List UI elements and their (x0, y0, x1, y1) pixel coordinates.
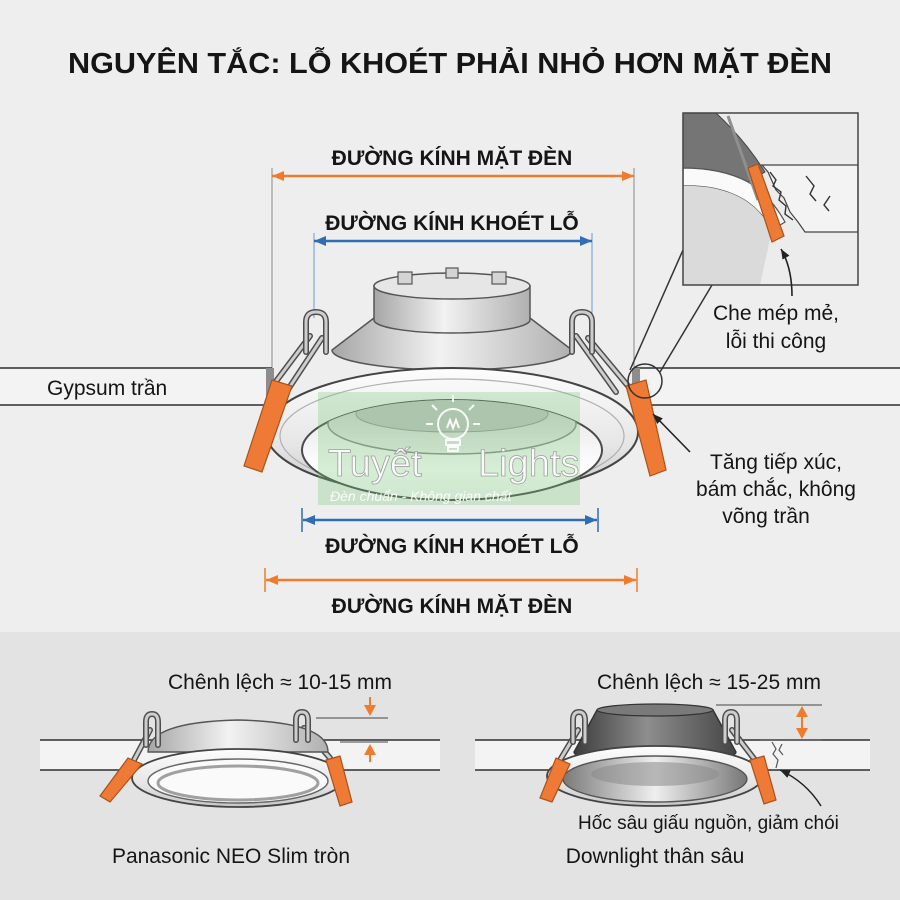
slim-difference-label: Chênh lệch ≈ 10-15 mm (168, 671, 392, 694)
deep-marker-arrow-down (796, 728, 808, 739)
inset-gypsum (760, 164, 858, 233)
edge-note-arrow (780, 248, 793, 297)
watermark: Tuyết Lights Đèn chuẩn - Không gian chất (318, 392, 580, 505)
deep-body-top (596, 703, 714, 717)
deep-note-arrow (779, 769, 822, 807)
inset-spring-tab (747, 163, 785, 243)
bulb-rays (426, 395, 480, 425)
light-bulb-icon (426, 395, 480, 452)
bulb-filament (446, 417, 460, 431)
top-dimensions: ĐƯỜNG KÍNH MẶT ĐÈN ĐƯỜNG KÍNH KHOÉT LỖ (271, 146, 635, 368)
reflector-inner-ring (355, 400, 549, 433)
left-spring-tab (243, 379, 293, 473)
spring-note-line-3: võng trần (722, 505, 810, 528)
gypsum-ceiling (0, 367, 900, 406)
bulb-base-lower (447, 446, 459, 452)
slim-marker-arrow-down (364, 705, 376, 716)
watermark-brand-left: Tuyết (328, 443, 422, 485)
deep-right-tab (749, 755, 777, 805)
deep-reflector-core (591, 762, 719, 786)
slim-model-name: Panasonic NEO Slim tròn (112, 845, 350, 868)
comparison-slim: Chênh lệch ≈ 10-15 mm Panasonic NEO Slim… (40, 671, 440, 868)
inset-pointer-line-upper (629, 249, 684, 371)
bottom-dimensions: ĐƯỜNG KÍNH KHOÉT LỖ ĐƯỜNG KÍNH MẶT ĐÈN (264, 508, 638, 618)
face-diameter-label-bottom: ĐƯỜNG KÍNH MẶT ĐÈN (332, 594, 573, 618)
spring-note-line-2: bám chắc, không (696, 478, 856, 501)
spring-note-arrow (652, 413, 691, 453)
slim-left-tab (99, 757, 143, 803)
main-downlight: Tuyết Lights Đèn chuẩn - Không gian chất (243, 267, 667, 505)
inset-spring-wire (726, 115, 760, 201)
deep-left-clip (571, 710, 587, 744)
comparison-deep: Chênh lệch ≈ 15-25 mm Hốc sâu giấu nguồn… (475, 671, 870, 868)
edge-note-line-1: Che mép mẻ, (713, 302, 839, 325)
watermark-tagline: Đèn chuẩn - Không gian chất (330, 488, 512, 504)
deep-ceiling-crack (771, 741, 784, 769)
deep-difference-label: Chênh lệch ≈ 15-25 mm (597, 671, 821, 694)
deep-note: Hốc sâu giấu nguồn, giảm chói (578, 813, 839, 834)
page-title: NGUYÊN TẮC: LỖ KHOÉT PHẢI NHỎ HƠN MẶT ĐÈ… (68, 46, 832, 80)
face-diameter-label-top: ĐƯỜNG KÍNH MẶT ĐÈN (332, 146, 573, 170)
housing-tab-left (397, 271, 413, 285)
slim-inner-ring (156, 764, 320, 802)
inset-crack (769, 171, 831, 221)
spring-note-line-1: Tăng tiếp xúc, (710, 451, 842, 474)
edge-note: Che mép mẻ, lỗi thi công (713, 248, 839, 353)
inset-content (683, 113, 858, 285)
inset-pointer-line-lower (659, 284, 713, 373)
hole-diameter-label-top: ĐƯỜNG KÍNH KHOÉT LỖ (325, 211, 579, 235)
bulb-base (445, 439, 461, 446)
deep-model-name: Downlight thân sâu (566, 845, 745, 868)
ceiling-label: Gypsum trần (47, 377, 167, 400)
hole-diameter-label-bottom: ĐƯỜNG KÍNH KHOÉT LỖ (325, 534, 579, 558)
housing-tab-right (491, 271, 507, 285)
inset-focus-circle (627, 363, 663, 399)
edge-note-line-2: lỗi thi công (726, 330, 826, 353)
right-spring-tab (625, 379, 667, 477)
edge-closeup-inset (627, 112, 859, 399)
ceiling-left (0, 368, 272, 405)
housing-tab-center (445, 267, 459, 279)
inset-frame (682, 112, 859, 286)
spring-note: Tăng tiếp xúc, bám chắc, không võng trần (652, 413, 856, 528)
slim-right-clip (294, 710, 310, 742)
watermark-brand-right: Lights (478, 443, 579, 485)
slim-right-tab (325, 755, 353, 807)
right-spring-clip (570, 310, 594, 354)
ceiling-right (634, 368, 900, 405)
deep-left-tab (539, 757, 571, 803)
deep-marker-arrow-up (796, 706, 808, 717)
slim-left-clip (144, 712, 160, 747)
slim-marker-arrow-up (364, 744, 376, 755)
deep-right-clip (723, 710, 739, 744)
inset-reflector (683, 185, 772, 285)
left-spring-clip (304, 310, 328, 354)
